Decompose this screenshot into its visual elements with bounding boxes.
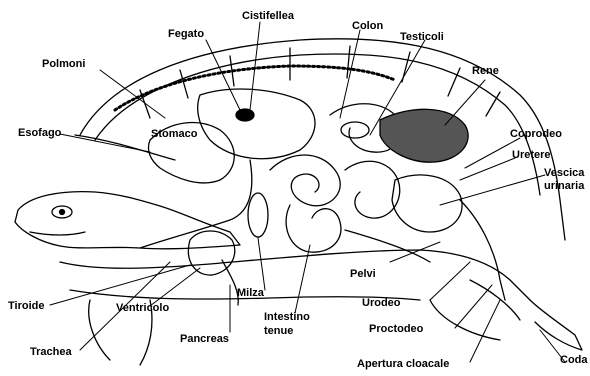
ventricle bbox=[188, 231, 234, 275]
label-vescica-line2: urinaria bbox=[544, 180, 584, 192]
cloaca bbox=[460, 200, 505, 300]
label-urodeo: Urodeo bbox=[362, 297, 401, 309]
tail bbox=[530, 300, 582, 350]
label-pelvi: Pelvi bbox=[350, 268, 376, 280]
testes bbox=[341, 122, 369, 138]
label-pancreas: Pancreas bbox=[180, 333, 229, 345]
label-apertura-cloacale: Apertura cloacale bbox=[357, 358, 449, 370]
gallbladder bbox=[236, 109, 254, 121]
label-trachea: Trachea bbox=[30, 346, 72, 358]
kidney bbox=[380, 109, 468, 162]
plastron-outline bbox=[60, 250, 530, 300]
spleen bbox=[248, 193, 268, 237]
label-polmoni: Polmoni bbox=[42, 58, 85, 70]
label-colon: Colon bbox=[352, 20, 383, 32]
label-proctodeo: Proctodeo bbox=[369, 323, 423, 335]
label-coprodeo: Coprodeo bbox=[510, 128, 562, 140]
liver bbox=[198, 89, 315, 159]
urinary-bladder bbox=[392, 175, 462, 232]
label-rene: Rene bbox=[472, 65, 499, 77]
head-outline bbox=[15, 192, 240, 249]
rear-leg bbox=[430, 280, 520, 340]
label-uretere: Uretere bbox=[512, 149, 551, 161]
label-intestino-line2: tenue bbox=[264, 325, 293, 337]
label-tiroide: Tiroide bbox=[8, 300, 44, 312]
pelvis bbox=[345, 230, 430, 262]
label-intestino-line1: Intestino bbox=[264, 311, 310, 323]
lungs bbox=[115, 66, 395, 110]
carapace-plates bbox=[140, 46, 500, 118]
label-esofago: Esofago bbox=[18, 127, 61, 139]
label-ventricolo: Ventricolo bbox=[116, 302, 169, 314]
label-fegato: Fegato bbox=[168, 28, 204, 40]
label-milza: Milza bbox=[237, 287, 264, 299]
label-testicoli: Testicoli bbox=[400, 31, 444, 43]
label-cistifellea: Cistifellea bbox=[242, 10, 294, 22]
small-intestine bbox=[270, 155, 400, 252]
label-vescica-line1: Vescica bbox=[544, 167, 584, 179]
label-stomaco: Stomaco bbox=[151, 128, 197, 140]
label-coda: Coda bbox=[560, 354, 588, 366]
